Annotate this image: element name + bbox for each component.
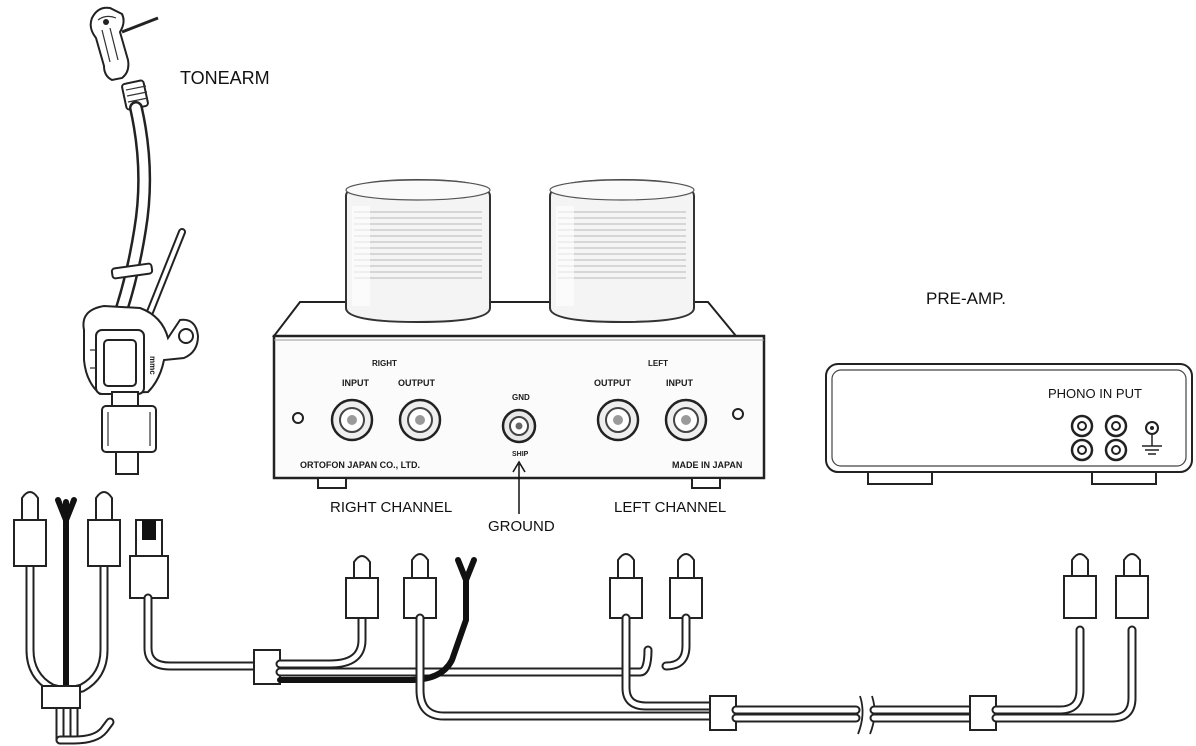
panel-label-right: RIGHT	[372, 359, 397, 368]
right-transformer-can	[345, 178, 491, 324]
transformer-output-plug-left[interactable]	[609, 553, 643, 619]
din-connector[interactable]	[129, 519, 169, 599]
ground-arrow	[512, 460, 526, 514]
din-cable	[129, 519, 653, 685]
panel-label-input-left: INPUT	[666, 378, 694, 388]
tonearm-base	[101, 391, 157, 475]
jack-right-input[interactable]	[330, 398, 374, 442]
phono-input-label: PHONO IN PUT	[1048, 386, 1142, 401]
step-up-transformer: RIGHT LEFT INPUT OUTPUT OUTPUT INPUT GND…	[271, 178, 766, 489]
phono-jack-bottom-right[interactable]	[1104, 438, 1128, 462]
panel-label-input-right: INPUT	[342, 378, 370, 388]
panel-label-gnd: GND	[512, 393, 530, 402]
output-cable	[415, 613, 1137, 735]
phono-ground-terminal-icon[interactable]	[1142, 421, 1162, 455]
ground-label: GROUND	[488, 518, 555, 535]
tonearm-arm-lift	[110, 228, 186, 316]
panel-label-gnd-sub: SHIP	[512, 451, 529, 458]
right-channel-label: RIGHT CHANNEL	[330, 499, 452, 516]
phono-jack-top-right[interactable]	[1104, 414, 1128, 438]
panel-origin-label: MADE IN JAPAN	[672, 460, 742, 470]
tonearm-headshell	[89, 6, 159, 111]
phono-jack-top-left[interactable]	[1070, 414, 1094, 438]
left-transformer-can	[549, 178, 695, 324]
tonearm-label: TONEARM	[180, 68, 270, 88]
ground-terminal[interactable]	[501, 408, 537, 444]
pre-amp: PHONO IN PUT	[825, 363, 1193, 485]
jack-left-output[interactable]	[596, 398, 640, 442]
transformer-input-plug-right[interactable]	[345, 555, 379, 619]
tonearm-pivot: mmc	[82, 304, 200, 396]
left-channel-label: LEFT CHANNEL	[614, 499, 726, 516]
panel-label-output-right: OUTPUT	[398, 378, 436, 388]
panel-label-output-left: OUTPUT	[594, 378, 632, 388]
jack-right-output[interactable]	[398, 398, 442, 442]
pre-amp-plug-right[interactable]	[1063, 553, 1097, 619]
phono-jack-bottom-left[interactable]	[1070, 438, 1094, 462]
tonearm: mmc	[82, 6, 200, 475]
tonearm-rca-plug-right[interactable]	[13, 491, 47, 567]
tonearm-cable	[13, 491, 121, 745]
pre-amp-label: PRE-AMP.	[926, 289, 1006, 308]
panel-label-left: LEFT	[648, 359, 668, 368]
panel-screw-left	[292, 412, 304, 424]
tonearm-rca-plug-left[interactable]	[87, 491, 121, 567]
pre-amp-plug-left[interactable]	[1115, 553, 1149, 619]
tonearm-brand-label: mmc	[148, 356, 157, 375]
transformer-input-plug-left[interactable]	[669, 553, 703, 619]
jack-left-input[interactable]	[664, 398, 708, 442]
panel-maker-label: ORTOFON JAPAN CO., LTD.	[300, 460, 420, 470]
panel-screw-right	[732, 408, 744, 420]
transformer-output-plug-right[interactable]	[403, 553, 437, 619]
